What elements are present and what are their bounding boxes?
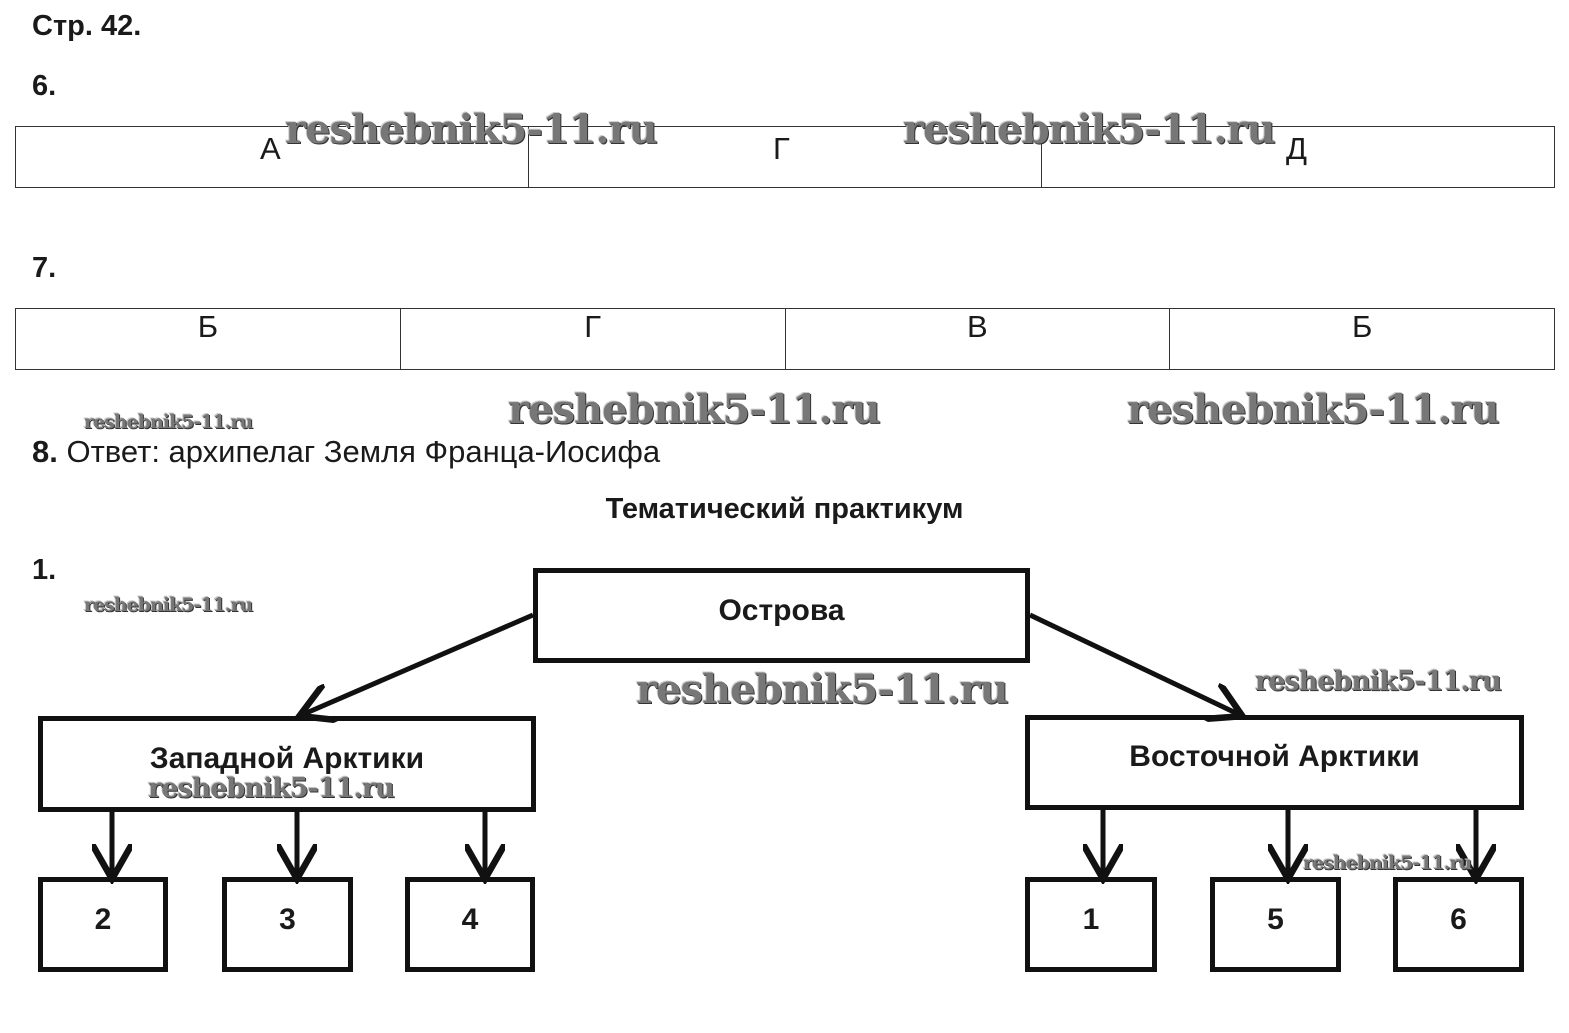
leaf-box: 5 bbox=[1210, 877, 1341, 972]
leaf-box: 4 bbox=[405, 877, 535, 972]
watermark: reshebnik5-11.ru bbox=[285, 106, 658, 153]
leaf-box: 1 bbox=[1025, 877, 1157, 972]
task6-cell: А bbox=[16, 127, 529, 187]
task8: 8. Ответ: архипелаг Земля Франца-Иосифа bbox=[32, 434, 660, 470]
task8-answer: Ответ: архипелаг Земля Франца-Иосифа bbox=[66, 434, 661, 469]
task7-cell: Г bbox=[401, 309, 786, 369]
answer: Г bbox=[773, 131, 790, 166]
task7-cell: Б bbox=[1351, 309, 1373, 344]
task7-number: 7. bbox=[32, 252, 57, 284]
watermark: reshebnik5-11.ru bbox=[148, 773, 395, 804]
task7-cell: Б bbox=[16, 309, 401, 369]
watermark: reshebnik5-11.ru bbox=[84, 411, 253, 433]
leaf-box: 6 bbox=[1393, 877, 1524, 972]
page-label: Стр. 42. bbox=[32, 10, 142, 42]
task6-number: 6. bbox=[32, 70, 57, 102]
answer: Д bbox=[1286, 131, 1307, 166]
watermark: reshebnik5-11.ru bbox=[903, 106, 1276, 153]
watermark: reshebnik5-11.ru bbox=[1303, 852, 1472, 874]
watermark: reshebnik5-11.ru bbox=[84, 594, 253, 616]
east-box: Восточной Арктики bbox=[1025, 715, 1524, 810]
root-box: Острова bbox=[533, 568, 1030, 663]
watermark: reshebnik5-11.ru bbox=[508, 386, 881, 433]
watermark: reshebnik5-11.ru bbox=[636, 666, 1009, 713]
answer: А bbox=[260, 131, 281, 166]
task6-cell: Г bbox=[529, 127, 1042, 187]
arrow bbox=[1028, 612, 1238, 714]
watermark: reshebnik5-11.ru bbox=[1255, 666, 1502, 697]
task8-number: 8. bbox=[32, 434, 58, 469]
arrow bbox=[304, 612, 534, 714]
task6-cell: Д bbox=[1042, 127, 1554, 187]
task7-cell: В bbox=[786, 309, 1171, 369]
leaf-box: 2 bbox=[38, 877, 168, 972]
task1-number: 1. bbox=[32, 554, 57, 586]
leaf-box: 3 bbox=[222, 877, 353, 972]
task7-table: Б Г В Б bbox=[15, 308, 1555, 370]
section-title: Тематический практикум bbox=[605, 493, 964, 525]
west-box: Западной Арктики bbox=[38, 716, 536, 812]
watermark: reshebnik5-11.ru bbox=[1127, 386, 1500, 433]
task6-table: А Г Д bbox=[15, 126, 1555, 188]
